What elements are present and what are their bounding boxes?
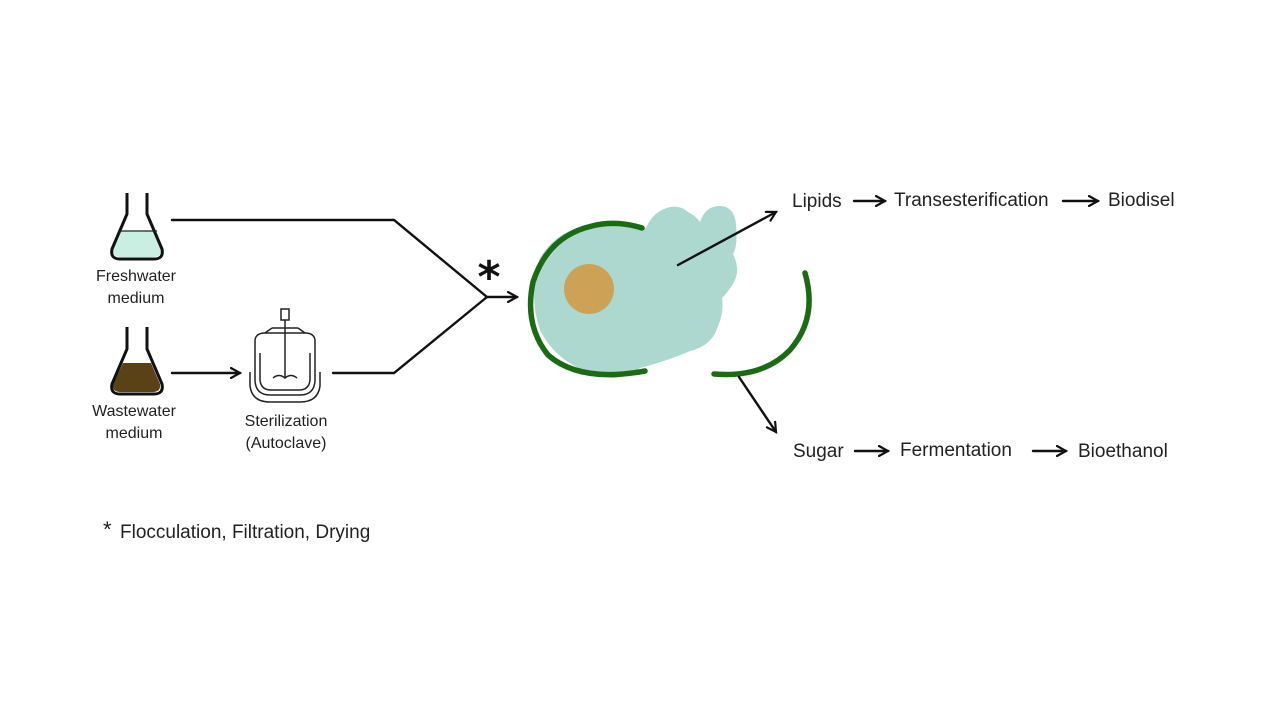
arrow-cell-to-lipids bbox=[676, 212, 776, 267]
freshwater-flask-icon bbox=[110, 193, 164, 261]
biodisel-label: Biodisel bbox=[1108, 190, 1175, 211]
freshwater-label-line2: medium bbox=[108, 290, 165, 307]
cell-nucleus bbox=[564, 264, 614, 314]
algal-cell bbox=[527, 205, 812, 378]
footnote-asterisk: * bbox=[103, 517, 112, 542]
sterilization-label-line2: (Autoclave) bbox=[246, 435, 327, 452]
transesterification-label: Transesterification bbox=[894, 190, 1049, 211]
autoclave-icon bbox=[249, 308, 321, 403]
sugar-label: Sugar bbox=[793, 441, 844, 462]
fermentation-label: Fermentation bbox=[900, 440, 1012, 461]
lipids-label: Lipids bbox=[792, 191, 842, 212]
cell-wall-left bbox=[527, 220, 648, 378]
line-freshwater-to-merge bbox=[170, 218, 489, 299]
wastewater-label-line2: medium bbox=[106, 425, 163, 442]
footnote-text: Flocculation, Filtration, Drying bbox=[120, 522, 370, 543]
process-asterisk: * bbox=[477, 252, 500, 303]
cell-body bbox=[534, 205, 738, 378]
freshwater-liquid bbox=[113, 231, 161, 257]
cell-wall-right bbox=[711, 270, 812, 378]
bioethanol-label: Bioethanol bbox=[1078, 441, 1168, 462]
sterilization-label-line1: Sterilization bbox=[245, 413, 328, 430]
wastewater-liquid bbox=[112, 363, 161, 392]
line-autoclave-to-merge bbox=[331, 295, 489, 375]
freshwater-label-line1: Freshwater bbox=[96, 268, 177, 285]
wastewater-label-line1: Wastewater bbox=[92, 403, 177, 420]
arrow-cell-to-sugar bbox=[737, 375, 776, 432]
wastewater-flask-icon bbox=[110, 327, 164, 396]
